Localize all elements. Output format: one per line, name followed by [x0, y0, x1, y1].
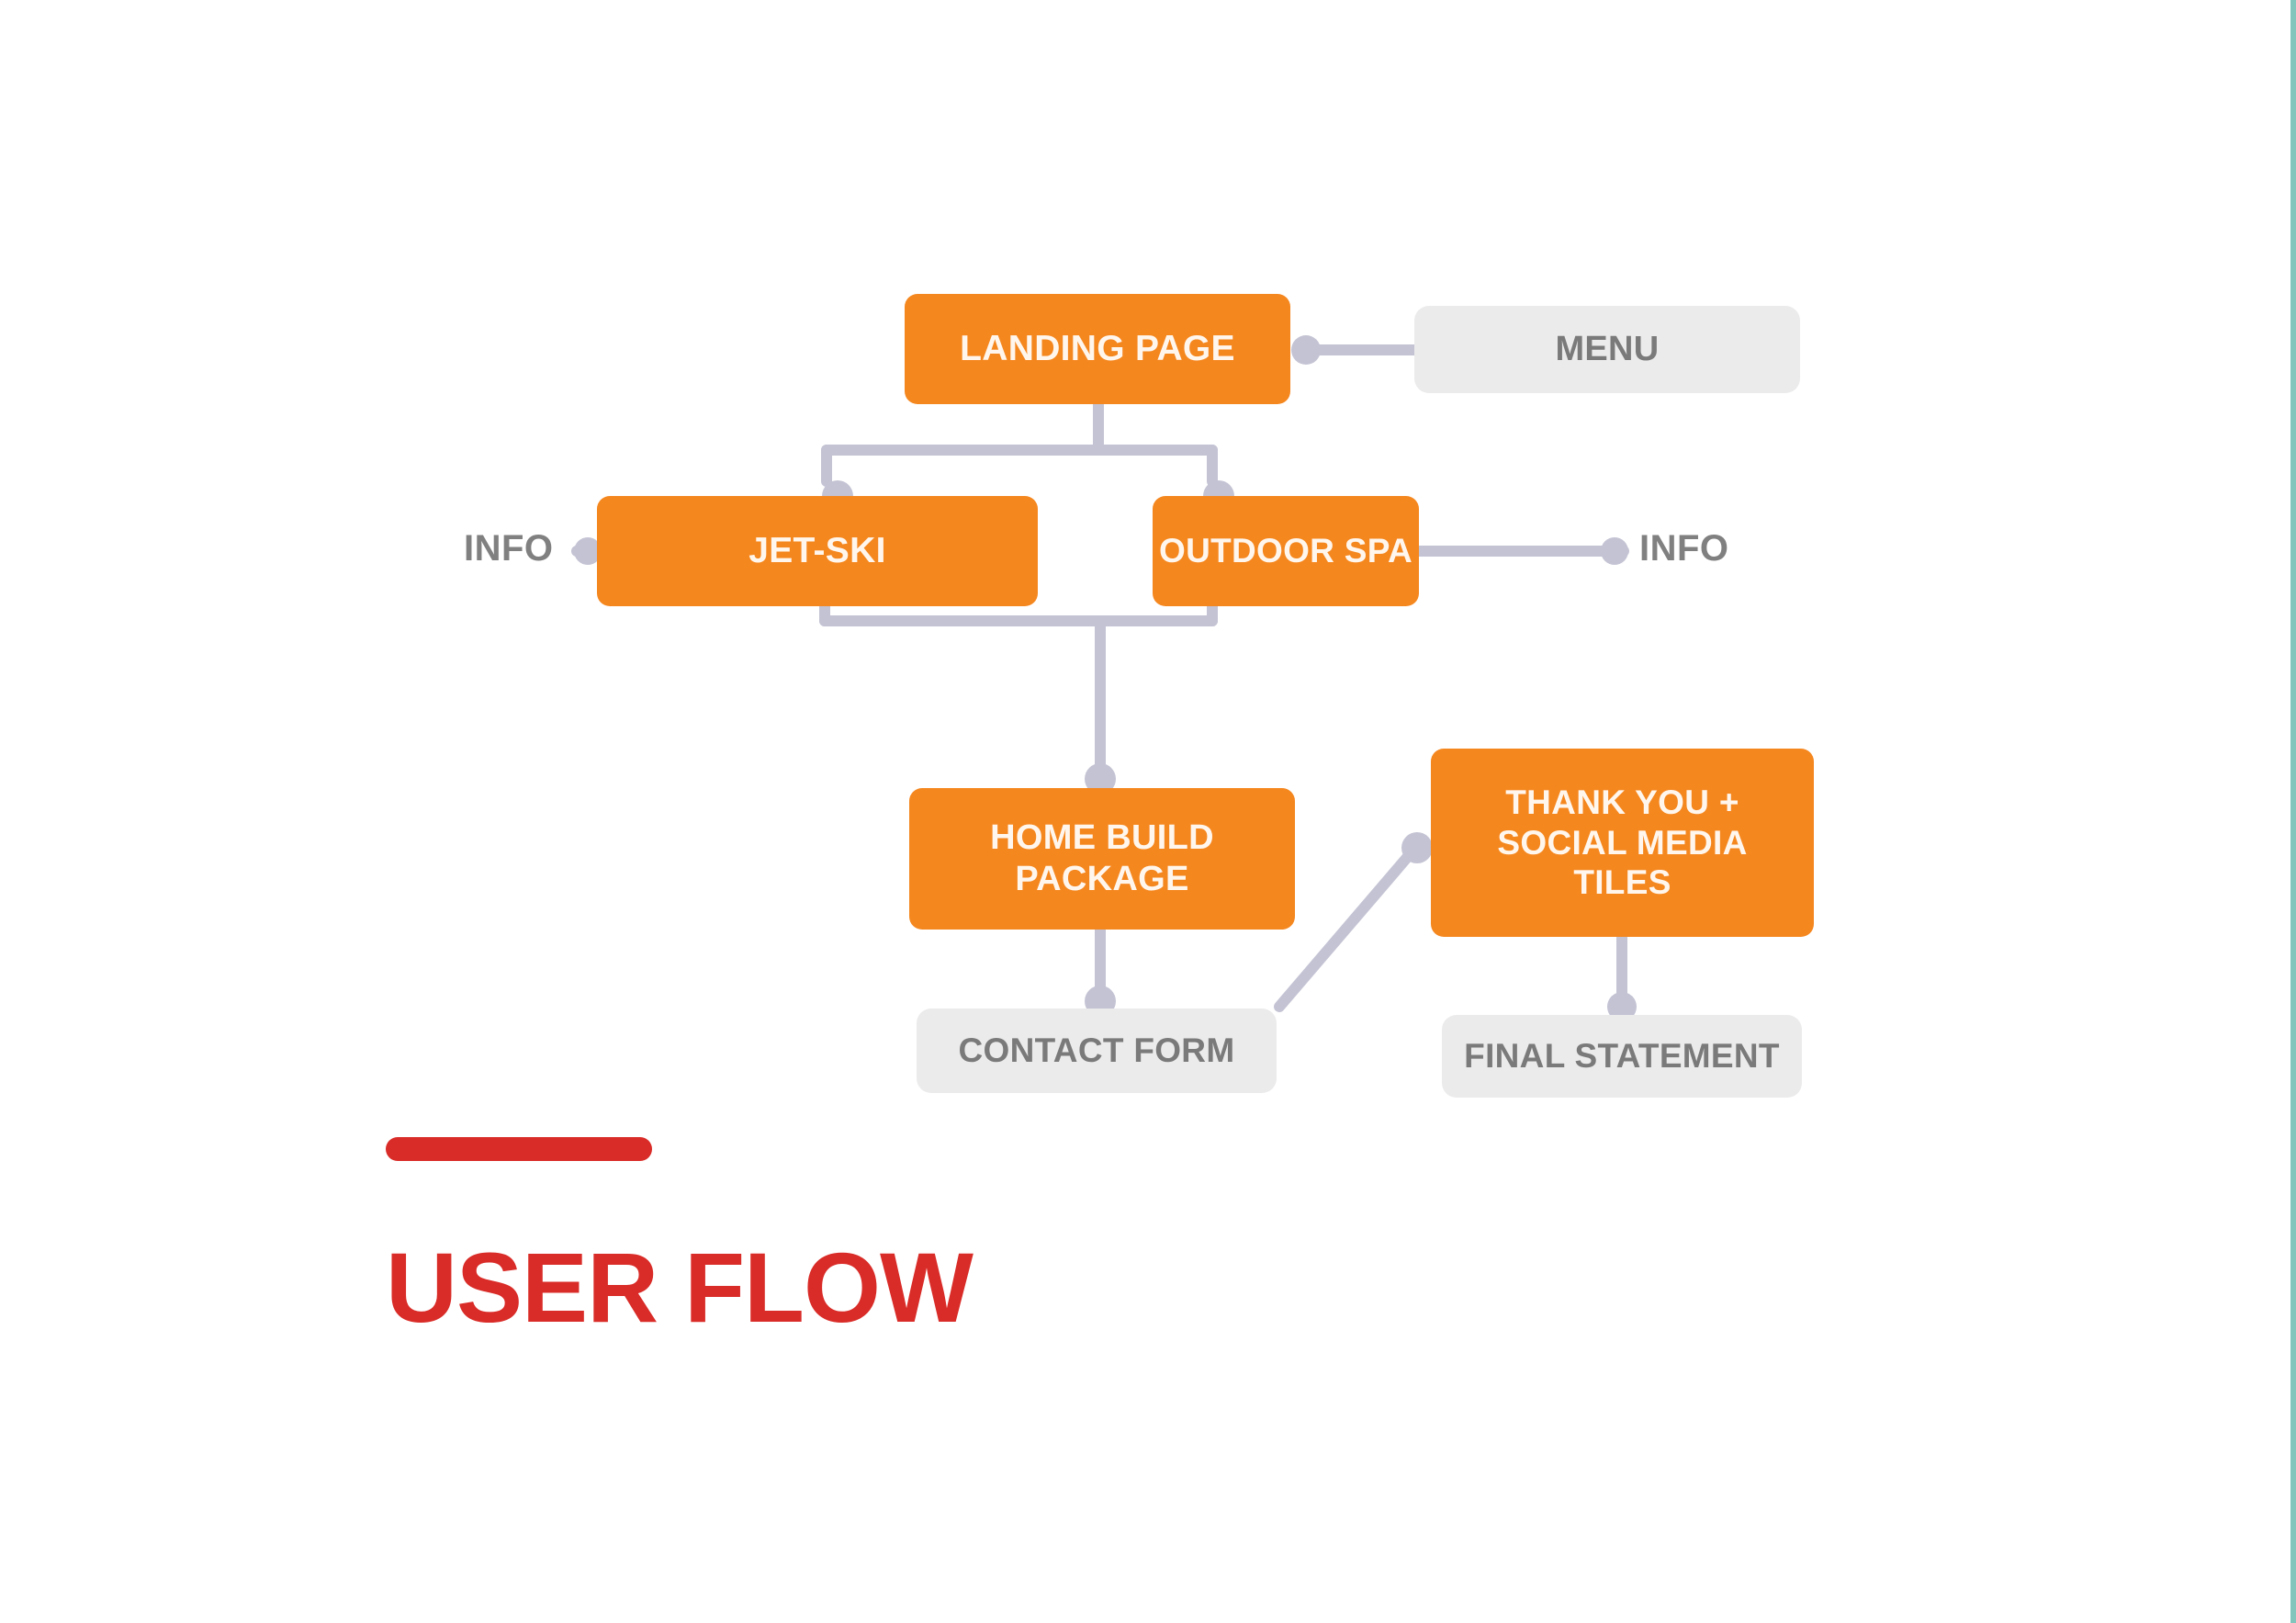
node-menu-label: MENU: [1555, 330, 1660, 369]
node-outdoor-spa[interactable]: OUTDOOR SPA: [1153, 496, 1419, 606]
title-underline-rule: [386, 1137, 652, 1161]
caption-info-left: INFO: [464, 528, 554, 569]
node-home-build-package[interactable]: HOME BUILD PACKAGE: [909, 788, 1295, 930]
node-final-statement-label: FINAL STATEMENT: [1464, 1037, 1780, 1076]
joint-dot-landing-menu: [1291, 335, 1321, 365]
node-jet-ski[interactable]: JET-SKI: [597, 496, 1038, 606]
node-contact-form-label: CONTACT FORM: [958, 1031, 1235, 1070]
joint-dot-info-right: [1601, 537, 1628, 565]
joint-dot-thankyou-left: [1401, 832, 1433, 863]
node-jet-ski-label: JET-SKI: [748, 530, 886, 570]
node-landing-page[interactable]: LANDING PAGE: [905, 294, 1290, 404]
caption-info-right: INFO: [1639, 528, 1729, 569]
page-title: USER FLOW: [386, 1232, 974, 1343]
node-home-build-package-label: HOME BUILD PACKAGE: [990, 818, 1214, 898]
node-landing-page-label: LANDING PAGE: [960, 328, 1235, 368]
node-outdoor-spa-label: OUTDOOR SPA: [1158, 532, 1412, 570]
node-thank-you-social-media-tiles[interactable]: THANK YOU + SOCIAL MEDIA TILES: [1431, 749, 1814, 937]
node-contact-form[interactable]: CONTACT FORM: [917, 1009, 1277, 1093]
node-menu[interactable]: MENU: [1414, 306, 1800, 393]
right-edge-accent-strip: [2290, 0, 2296, 1623]
node-final-statement[interactable]: FINAL STATEMENT: [1442, 1015, 1802, 1098]
node-thank-you-social-media-tiles-label: THANK YOU + SOCIAL MEDIA TILES: [1497, 783, 1748, 902]
